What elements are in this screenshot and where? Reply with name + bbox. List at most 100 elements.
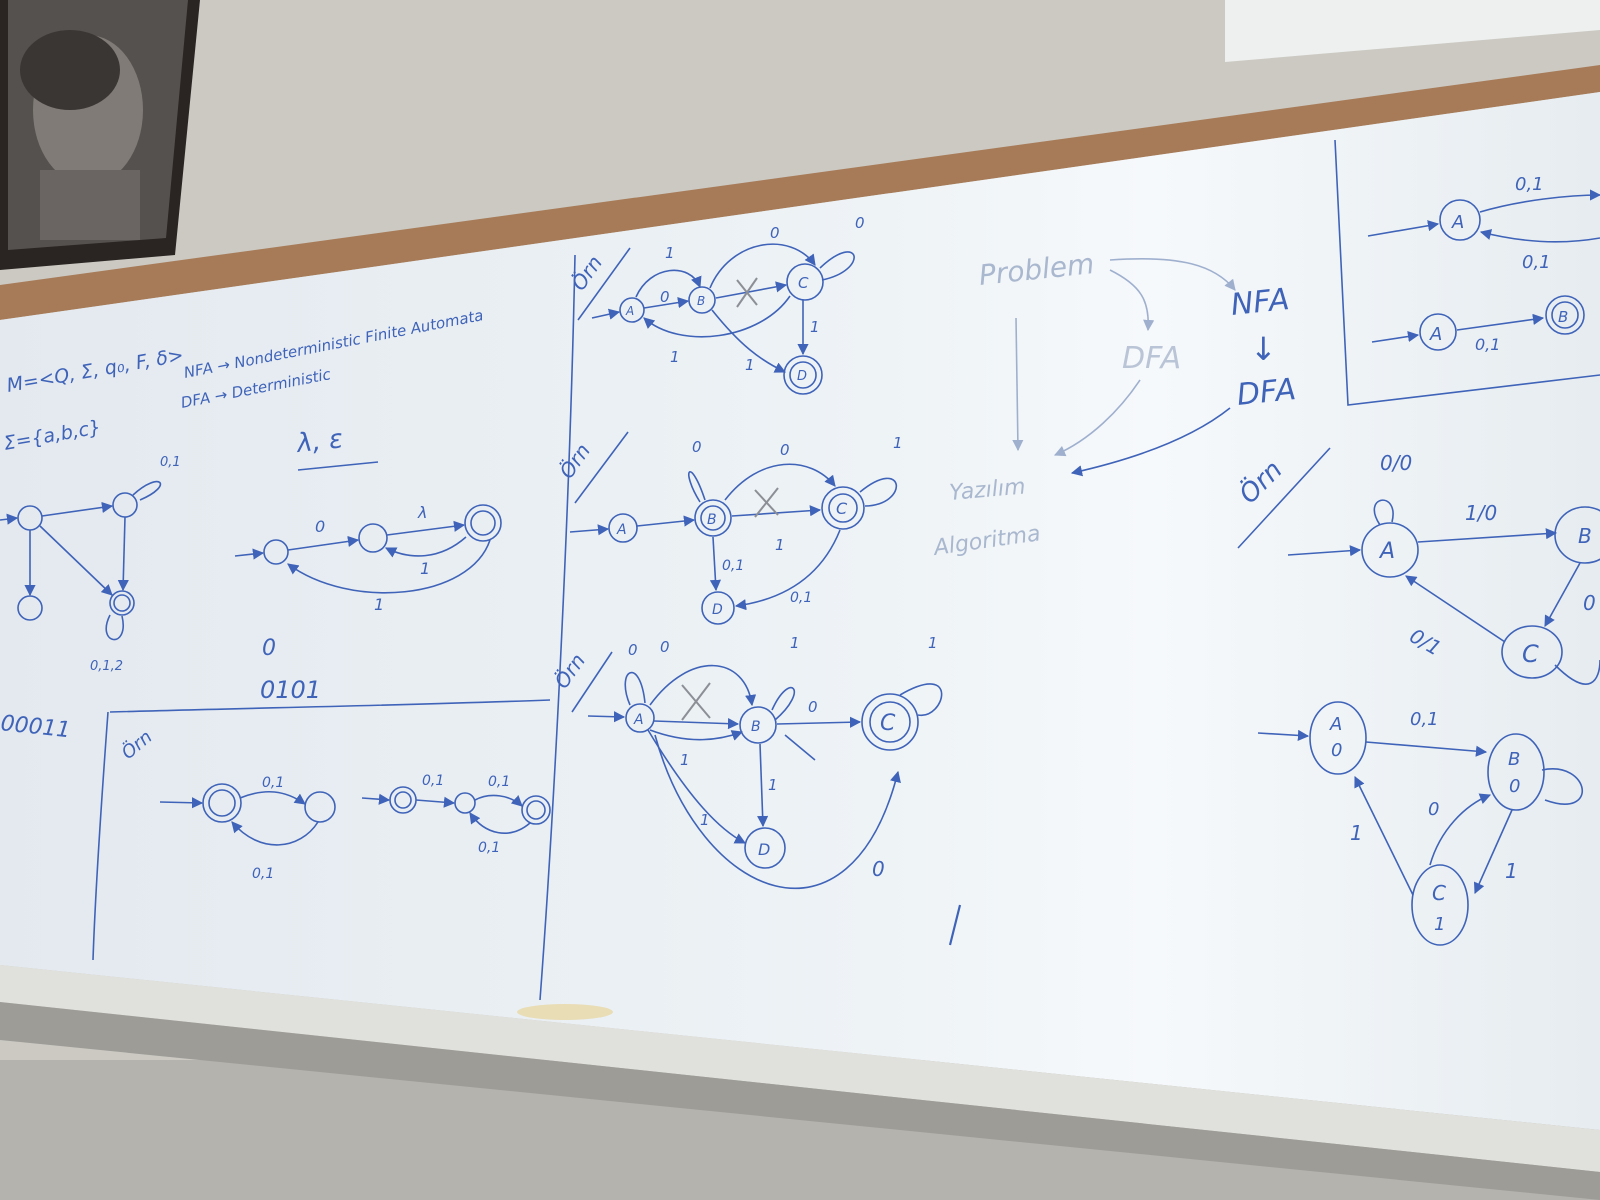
- g3-edge-long: 0: [872, 857, 885, 881]
- mini2-label-a: 0,1: [422, 773, 444, 789]
- moore-output-A: 0: [1331, 740, 1342, 761]
- mealy-state-A: A: [1378, 539, 1395, 564]
- g1-edge-c0: 0: [770, 224, 780, 242]
- moore-edge-ca: 1: [1350, 821, 1363, 845]
- cross-x-2: [754, 487, 779, 518]
- eraser-on-tray: [517, 1004, 613, 1020]
- board-dividers: [92, 139, 1600, 1001]
- cross-x-3: [681, 682, 711, 721]
- left-partial-diagram: [0, 480, 162, 641]
- cross-x-1: [736, 277, 758, 308]
- g2-state-B: B: [707, 512, 717, 528]
- moore-output-B: 0: [1509, 776, 1520, 797]
- lambda-epsilon: λ, ε: [294, 424, 345, 459]
- g1-edge-cc: 0: [855, 214, 865, 232]
- mini2-label-c: 0,1: [478, 840, 500, 856]
- flow-dfa-faint: DFA: [1122, 341, 1181, 376]
- g3-edge-cc: 1: [928, 634, 938, 652]
- mini-diagram-1: [159, 783, 336, 846]
- g3-edge-ab: 1: [680, 751, 690, 769]
- g3-state-C: C: [880, 711, 896, 736]
- g2-edge-cd: 0,1: [790, 590, 812, 606]
- edge-label-0: 0: [315, 517, 325, 536]
- g1-edge-bd: 1: [745, 356, 755, 374]
- right-box-diagrams: [1367, 189, 1600, 351]
- tray-shadow: [0, 1002, 1600, 1200]
- g3-state-D: D: [758, 840, 770, 859]
- label-01-loop: 0,1: [160, 455, 181, 470]
- box-state-A1: A: [1451, 212, 1464, 233]
- moore-output-C: 1: [1434, 914, 1445, 935]
- moore-state-A: A: [1329, 714, 1342, 735]
- flow-dfa: DFA: [1235, 372, 1297, 413]
- flow-arrow-dfa-to-yazilim: [1070, 407, 1231, 477]
- mealy-state-C: C: [1522, 640, 1539, 668]
- nfa-diagram-2-labels: A B C D 0 0 1 1 0,1 0,1: [616, 434, 903, 618]
- nfa-diagram-2: [569, 463, 898, 625]
- input-string-0: 0: [262, 636, 276, 661]
- nfa-diagram-3-labels: A B C D 0 0 1 0 1 1 1 1 0: [628, 634, 938, 881]
- mini1-top-label: 0,1: [262, 775, 284, 791]
- mealy-edge-b-down: 0: [1583, 591, 1596, 615]
- g2-edge-bd: 0,1: [722, 558, 744, 574]
- upper-board-edge: [1225, 0, 1600, 62]
- box-state-B2: B: [1558, 308, 1568, 326]
- portrait-frame: [0, 0, 200, 270]
- g3-edge-bb: 1: [790, 634, 800, 652]
- g1-edge-cd: 1: [810, 318, 820, 336]
- moore-edge-cb: 0: [1428, 799, 1439, 820]
- edge-label-1-long: 1: [374, 595, 384, 614]
- moore-labels: A 0 B 0 C 1 0,1 0 1 1: [1329, 709, 1520, 935]
- edge-label-lambda: λ: [417, 503, 427, 522]
- g1-edge-back: 1: [670, 348, 680, 366]
- g1-state-C: C: [798, 274, 809, 292]
- g2-state-D: D: [712, 602, 723, 618]
- right-box-labels: A 0,1 0,1 A B 0,1: [1429, 174, 1568, 354]
- mealy-edge-loop: 0/0: [1380, 451, 1412, 475]
- g2-edge-bb: 0: [692, 438, 702, 456]
- whiteboard: [0, 92, 1600, 1130]
- mini2-label-b: 0,1: [488, 774, 510, 790]
- marker-tray: [0, 965, 1600, 1172]
- g3-edge-bd: 1: [768, 776, 778, 794]
- mealy-diagram: [1287, 499, 1600, 685]
- moore-state-C: C: [1432, 881, 1446, 905]
- g3-state-B: B: [751, 719, 761, 735]
- box-edge-top: 0,1: [1515, 174, 1544, 195]
- edge-label-1-back: 1: [420, 559, 430, 578]
- g3-state-A: A: [633, 712, 644, 728]
- orn-slash-right: [1237, 447, 1331, 549]
- g2-edge-bc: 1: [775, 536, 785, 554]
- flow-nfa: NFA: [1229, 282, 1291, 323]
- mealy-state-B: B: [1578, 524, 1592, 548]
- g3-edge-aa: 0: [628, 641, 638, 659]
- lambda-nfa-labels: 0 λ 1 1: [315, 503, 430, 614]
- moore-state-B: B: [1508, 749, 1520, 770]
- g2-state-C: C: [836, 499, 848, 518]
- box-edge-bottom: 0,1: [1522, 252, 1551, 273]
- g1-state-A: A: [625, 304, 634, 318]
- flow-arrow: ↓: [1250, 330, 1277, 368]
- g3-edge-ad: 1: [700, 811, 710, 829]
- input-string-0101: 0101: [260, 676, 321, 704]
- g3-edge-a0: 0: [660, 638, 670, 656]
- stray-mark: [948, 904, 962, 946]
- g1-edge-top: 1: [665, 244, 675, 262]
- mini-diagram-2: [361, 786, 551, 834]
- orn-slashes: [571, 247, 631, 713]
- nfa-diagram-1-labels: A B C D 0 1 0 0 1 1 1: [625, 214, 865, 384]
- left-partial-labels: 0,1 0,1,2: [90, 455, 181, 674]
- g2-edge-cc: 1: [893, 434, 903, 452]
- g1-edge-ab: 0: [660, 288, 670, 306]
- label-012-loop: 0,1,2: [90, 659, 123, 674]
- lambda-nfa-diagram: [234, 504, 502, 594]
- board-frame: [0, 65, 1600, 320]
- g1-state-B: B: [697, 294, 705, 308]
- mealy-edge-ab: 1/0: [1465, 501, 1497, 525]
- moore-edge-ab: 0,1: [1410, 709, 1439, 730]
- lambda-underline: [297, 461, 379, 471]
- mini1-bottom-label: 0,1: [252, 866, 274, 882]
- nfa-diagram-1: [591, 243, 855, 395]
- mini-diagram-labels: 0,1 0,1 0,1 0,1 0,1: [252, 773, 510, 882]
